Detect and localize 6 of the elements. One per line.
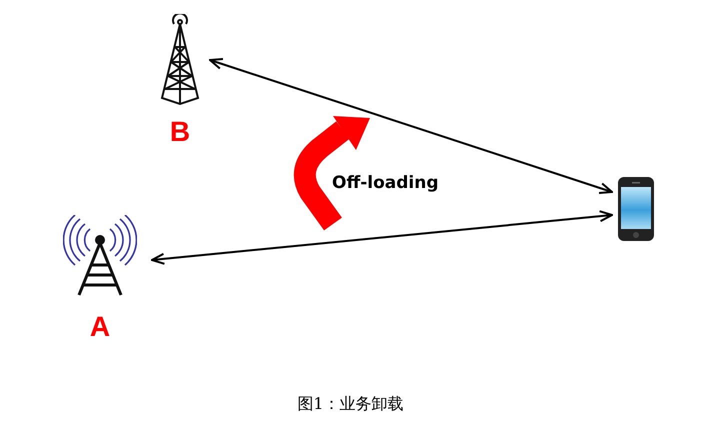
arrow-label: Off-loading (332, 173, 439, 193)
station-label: A (88, 311, 112, 343)
double-arrow (209, 58, 613, 194)
station-label: B (168, 116, 192, 148)
double-arrow (151, 210, 613, 265)
figure-caption: 图1：业务卸载 (297, 394, 404, 415)
